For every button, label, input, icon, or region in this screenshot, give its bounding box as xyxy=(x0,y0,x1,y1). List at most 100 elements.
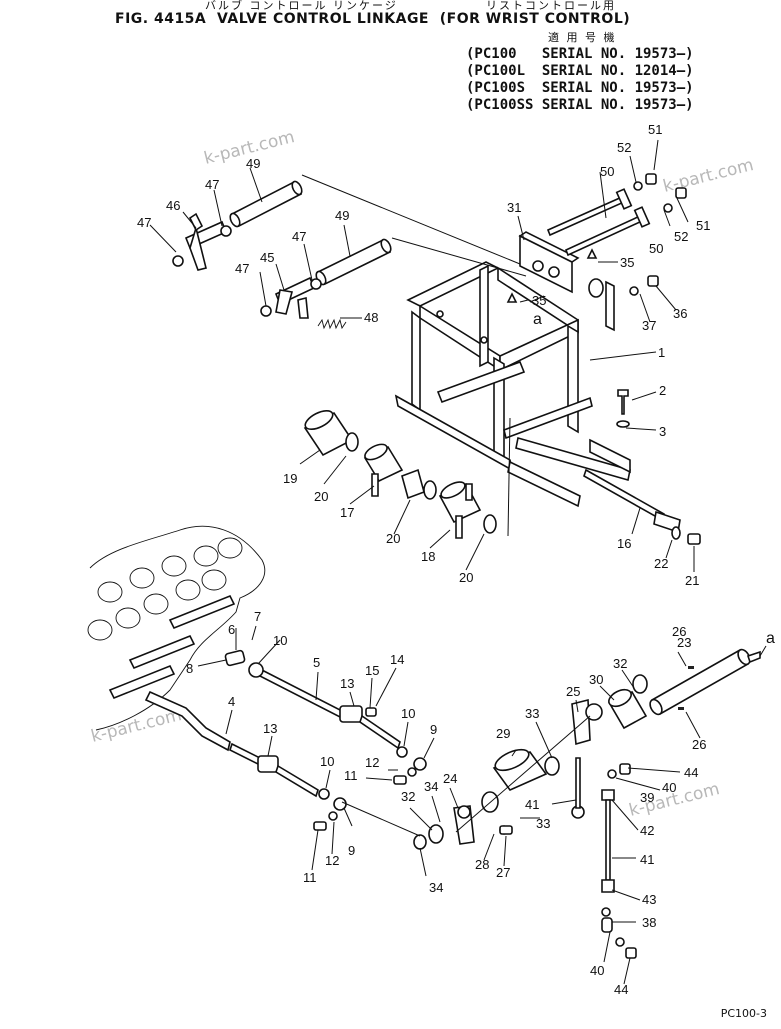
rod-4 xyxy=(144,690,319,798)
callout-43: 43 xyxy=(642,892,656,907)
callout-11-a: 11 xyxy=(344,768,358,783)
callout-39: 39 xyxy=(640,790,654,805)
callout-11-b: 11 xyxy=(303,870,317,885)
callout-27: 27 xyxy=(496,865,510,880)
callout-5: 5 xyxy=(313,655,320,670)
callout-37: 37 xyxy=(642,318,656,333)
callout-40-a: 40 xyxy=(662,780,676,795)
lever-24 xyxy=(453,805,513,845)
bushings-lower xyxy=(413,824,444,850)
callout-26-a: 26 xyxy=(672,624,686,639)
callout-51-b: 51 xyxy=(696,218,710,233)
callout-a-lower: a xyxy=(766,630,775,647)
callout-30: 30 xyxy=(589,672,603,687)
callout-40-b: 40 xyxy=(590,963,604,978)
callout-47-d: 47 xyxy=(235,261,249,276)
callout-47-b: 47 xyxy=(137,215,151,230)
callout-34-a: 34 xyxy=(424,779,438,794)
callout-46: 46 xyxy=(166,198,180,213)
lever-45 xyxy=(260,276,322,319)
serial-line-2: (PC100L SERIAL NO. 12014—) xyxy=(466,63,694,79)
boss-18 xyxy=(438,481,482,539)
callout-50-a: 50 xyxy=(600,164,614,179)
callout-10-c: 10 xyxy=(320,754,334,769)
callout-35-a: 35 xyxy=(620,255,634,270)
boss-29 xyxy=(481,748,560,813)
page-code: PC100-3 xyxy=(720,1007,767,1020)
callout-50-b: 50 xyxy=(649,241,663,256)
callout-32-b: 32 xyxy=(613,656,627,671)
callout-52-b: 52 xyxy=(674,229,688,244)
applicable-models-label: 適 用 号 機 xyxy=(548,31,617,44)
lever-46 xyxy=(172,212,232,271)
callout-25: 25 xyxy=(566,684,580,699)
callout-9-b: 9 xyxy=(348,843,355,858)
title-japanese-left: バルブ コントロール リンケージ xyxy=(205,0,398,12)
bushing-30 xyxy=(608,674,648,730)
callout-31: 31 xyxy=(507,200,521,215)
callout-49-lower: 49 xyxy=(335,208,349,223)
callout-36: 36 xyxy=(673,306,687,321)
pipe-49-lower xyxy=(315,238,392,286)
bushings-20 xyxy=(345,432,497,534)
callout-9-a: 9 xyxy=(430,722,437,737)
callout-20-c: 20 xyxy=(459,570,473,585)
serial-line-1: (PC100 SERIAL NO. 19573—) xyxy=(466,46,694,62)
rod-41 xyxy=(601,763,637,959)
callout-13-a: 13 xyxy=(340,676,354,691)
serial-line-3: (PC100S SERIAL NO. 19573—) xyxy=(466,80,694,96)
callout-8: 8 xyxy=(186,661,193,676)
callout-33-b: 33 xyxy=(536,816,550,831)
callout-41-a: 41 xyxy=(525,797,539,812)
callout-44-b: 44 xyxy=(614,982,628,997)
callout-52-a: 52 xyxy=(617,140,631,155)
callout-10-b: 10 xyxy=(401,706,415,721)
callout-51-a: 51 xyxy=(648,122,662,137)
leader-lines xyxy=(149,139,767,985)
lower-hardware-left xyxy=(313,707,427,831)
callout-20-b: 20 xyxy=(386,531,400,546)
callout-45: 45 xyxy=(260,250,274,265)
callout-12-a: 12 xyxy=(365,755,379,770)
callout-28: 28 xyxy=(475,857,489,872)
pipe-19 xyxy=(303,409,354,457)
callout-47-a: 47 xyxy=(205,177,219,192)
callout-48: 48 xyxy=(364,310,378,325)
callout-42: 42 xyxy=(640,823,654,838)
pipe-23 xyxy=(649,648,761,716)
callout-22: 22 xyxy=(654,556,668,571)
callout-10-a: 10 xyxy=(273,633,287,648)
spring-48 xyxy=(317,318,347,330)
callout-3: 3 xyxy=(659,424,666,439)
callout-33-a: 33 xyxy=(525,706,539,721)
frame-1 xyxy=(394,261,631,508)
callout-20-a: 20 xyxy=(314,489,328,504)
callout-49-upper: 49 xyxy=(246,156,260,171)
callout-13-b: 13 xyxy=(263,721,277,736)
callout-labels: 49 47 46 47 49 47 45 47 48 31 50 52 51 5… xyxy=(137,122,775,997)
callout-6: 6 xyxy=(228,622,235,637)
figure-title: FIG. 4415A VALVE CONTROL LINKAGE (FOR WR… xyxy=(115,11,631,27)
callout-47-c: 47 xyxy=(292,229,306,244)
callout-38: 38 xyxy=(642,915,656,930)
callout-12-b: 12 xyxy=(325,853,339,868)
rod-16 xyxy=(583,468,681,534)
bracket-31 xyxy=(518,231,615,332)
callout-19: 19 xyxy=(283,471,297,486)
callout-16: 16 xyxy=(617,536,631,551)
callout-26-b: 26 xyxy=(692,737,706,752)
callout-2: 2 xyxy=(659,383,666,398)
callout-24: 24 xyxy=(443,771,457,786)
callout-44-a: 44 xyxy=(684,765,698,780)
callout-35-b: 35 xyxy=(532,293,546,308)
callout-1: 1 xyxy=(658,345,665,360)
callout-41-b: 41 xyxy=(640,852,654,867)
callout-29: 29 xyxy=(496,726,510,741)
callout-4: 4 xyxy=(228,694,235,709)
pipe-49-upper xyxy=(229,180,303,228)
callout-34-b: 34 xyxy=(429,880,443,895)
callout-14: 14 xyxy=(390,652,404,667)
control-valve-body xyxy=(87,525,266,731)
serial-line-4: (PC100SS SERIAL NO. 19573—) xyxy=(466,97,694,113)
